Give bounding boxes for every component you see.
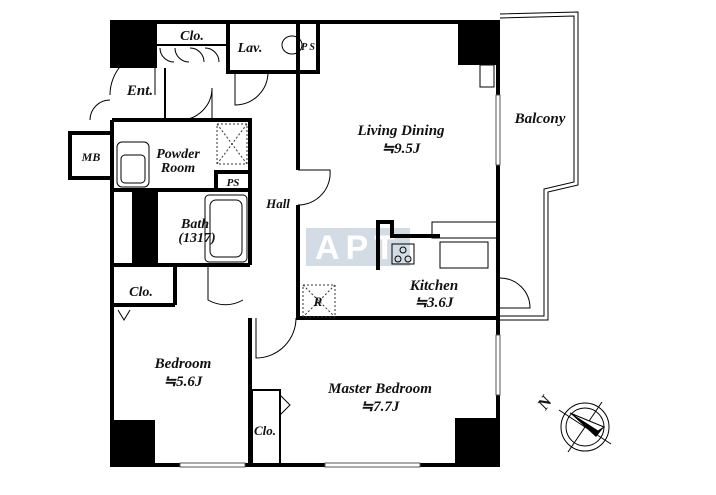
master-bedroom-label: Master Bedroom — [327, 381, 432, 397]
pillar-bottom-left — [110, 420, 155, 467]
bedroom-size: ≒5.6J — [164, 374, 203, 390]
pipe-space-label: PS — [227, 177, 240, 189]
kitchen-size: ≒3.6J — [415, 295, 454, 311]
balcony-inner — [499, 15, 575, 317]
hall-label: Hall — [265, 196, 290, 211]
living-dining-label: Living Dining — [356, 123, 445, 139]
pillar-top-right — [458, 20, 500, 65]
closet-left-label: Clo. — [129, 285, 153, 300]
powder-room-label: Powder — [156, 147, 200, 162]
north-label: N — [533, 392, 557, 414]
powder-room-label-2: Room — [160, 161, 195, 176]
bedroom-label: Bedroom — [154, 356, 212, 372]
entrance-label: Ent. — [126, 83, 153, 99]
lavatory-label: Lav. — [237, 41, 263, 56]
refrigerator-label: R — [313, 294, 323, 309]
compass-icon: N — [533, 392, 612, 453]
watermark-text: APT — [315, 229, 401, 267]
living-dining-size: ≒9.5J — [382, 141, 421, 157]
bath-size: (1317) — [178, 231, 215, 246]
meter-box — [68, 131, 114, 180]
pillar-top-left — [110, 20, 157, 68]
meter-box-label: MB — [81, 150, 101, 164]
bath-label: Bath — [180, 217, 209, 232]
closet-top-label: Clo. — [180, 29, 204, 44]
pipe-space-top-label: P S — [301, 42, 315, 53]
balcony-label: Balcony — [514, 111, 566, 127]
master-bedroom-size: ≒7.7J — [361, 399, 400, 415]
pillar-bottom-right — [455, 418, 500, 467]
closet-master-label: Clo. — [254, 423, 276, 438]
kitchen-label: Kitchen — [409, 278, 458, 294]
balcony-outline — [499, 11, 579, 321]
